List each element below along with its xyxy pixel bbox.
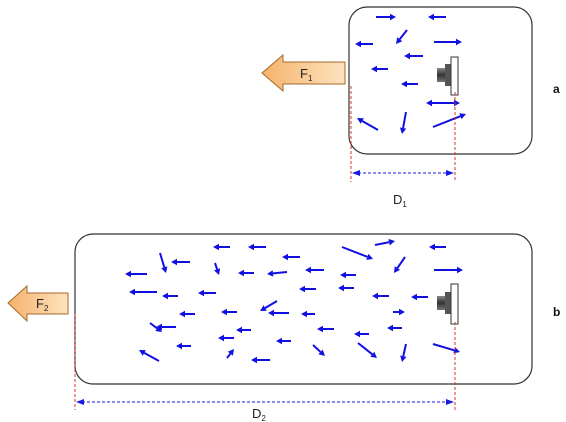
small-blue-arrow-icon (162, 292, 178, 300)
panel-label-a: a (553, 82, 560, 96)
small-blue-arrow-icon (401, 80, 418, 88)
force-label-a: F (300, 66, 308, 81)
distance-label-b: D (252, 406, 261, 421)
small-blue-arrow-icon (428, 13, 446, 21)
small-blue-arrow-icon (251, 356, 270, 364)
distance-subscript-b: 2 (261, 414, 266, 422)
small-blue-arrow-icon (214, 262, 221, 275)
dimension-a (352, 170, 454, 176)
svg-text:D2: D2 (252, 406, 266, 422)
small-blue-arrow-icon (371, 65, 388, 73)
force-arrow-b: F2 (7, 284, 69, 323)
molecules-b (125, 239, 463, 364)
small-blue-arrow-icon (396, 29, 408, 44)
small-blue-arrow-icon (171, 258, 190, 266)
small-blue-arrow-icon (299, 285, 316, 293)
small-blue-arrow-icon (236, 326, 251, 334)
small-blue-arrow-icon (429, 243, 446, 251)
small-blue-arrow-icon (156, 323, 176, 331)
small-blue-arrow-icon (179, 310, 195, 318)
small-blue-arrow-icon (125, 270, 147, 278)
panel-b: F2 D2 b (7, 233, 560, 422)
small-blue-arrow-icon (282, 253, 300, 261)
force-subscript-b: 2 (44, 304, 49, 313)
small-blue-arrow-icon (312, 344, 325, 356)
small-blue-arrow-icon (238, 269, 254, 277)
small-blue-arrow-icon (267, 270, 288, 277)
small-blue-arrow-icon (129, 288, 157, 296)
small-blue-arrow-icon (432, 113, 466, 128)
distance-subscript-a: 1 (402, 200, 407, 209)
small-blue-arrow-icon (404, 52, 423, 60)
small-blue-arrow-icon (149, 322, 162, 332)
svg-text:F2: F2 (36, 296, 49, 313)
svg-text:F1: F1 (300, 66, 313, 83)
dimension-b (76, 399, 454, 405)
force-arrow-a: F1 (261, 53, 346, 93)
small-blue-arrow-icon (221, 308, 237, 316)
small-blue-arrow-icon (176, 342, 191, 350)
small-blue-arrow-icon (374, 239, 395, 246)
distance-label-a: D (393, 192, 402, 207)
force-subscript-a: 1 (308, 74, 313, 83)
small-blue-arrow-icon (399, 111, 407, 134)
small-blue-arrow-icon (426, 99, 441, 107)
small-blue-arrow-icon (213, 243, 230, 251)
small-blue-arrow-icon (305, 266, 324, 274)
small-blue-arrow-icon (434, 38, 462, 46)
small-blue-arrow-icon (387, 324, 402, 332)
small-blue-arrow-icon (393, 308, 405, 316)
small-blue-arrow-icon (317, 325, 334, 333)
molecules-a (355, 13, 466, 134)
small-blue-arrow-icon (248, 243, 266, 251)
small-blue-arrow-icon (268, 309, 289, 317)
small-blue-arrow-icon (226, 349, 234, 359)
svg-text:D1: D1 (393, 192, 407, 209)
small-blue-arrow-icon (276, 337, 291, 345)
panel-label-b: b (553, 305, 560, 319)
force-label-b: F (36, 296, 44, 311)
small-blue-arrow-icon (434, 266, 463, 274)
small-blue-arrow-icon (159, 252, 168, 273)
small-blue-arrow-icon (376, 13, 396, 21)
small-blue-arrow-icon (139, 350, 160, 362)
small-blue-arrow-icon (198, 289, 216, 297)
panel-a: F1 D1 a (261, 6, 560, 209)
small-blue-arrow-icon (400, 343, 407, 362)
small-blue-arrow-icon (341, 246, 373, 260)
small-blue-arrow-icon (338, 284, 354, 292)
small-blue-arrow-icon (340, 271, 356, 279)
small-blue-arrow-icon (394, 256, 406, 273)
container-b (74, 233, 533, 385)
big-left-arrow-icon (7, 284, 69, 323)
small-blue-arrow-icon (355, 40, 373, 48)
small-blue-arrow-icon (301, 310, 315, 318)
small-blue-arrow-icon (372, 292, 389, 300)
small-blue-arrow-icon (411, 293, 428, 301)
big-left-arrow-icon (261, 53, 346, 93)
small-blue-arrow-icon (218, 334, 234, 342)
small-blue-arrow-icon (357, 342, 377, 358)
small-blue-arrow-icon (354, 330, 369, 338)
small-blue-arrow-icon (260, 300, 278, 311)
small-blue-arrow-icon (357, 118, 379, 131)
